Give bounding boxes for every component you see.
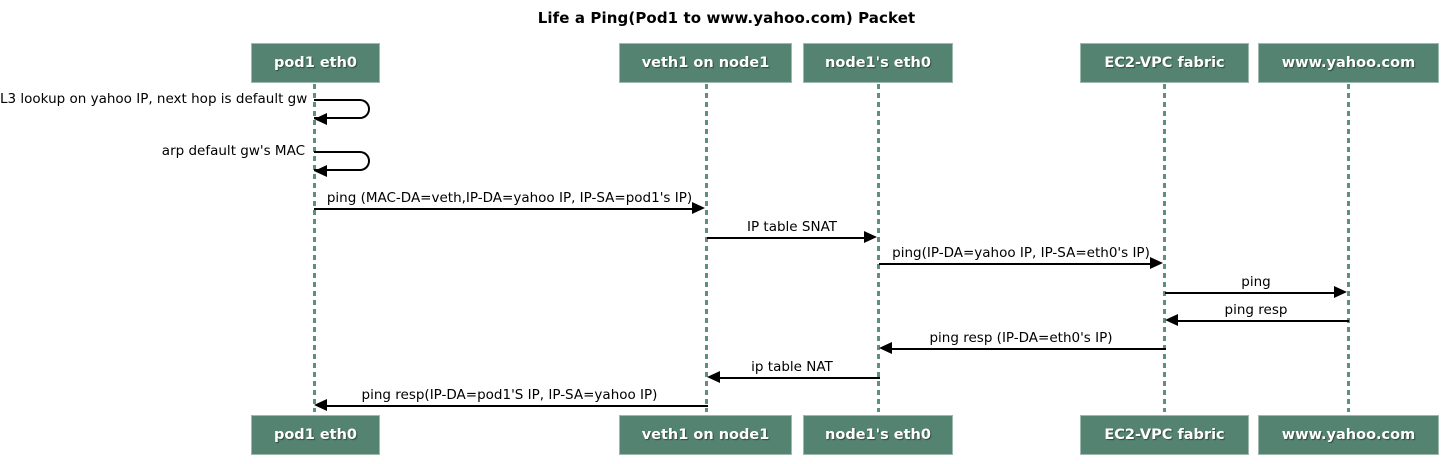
message-label-m3: ping (MAC-DA=veth,IP-DA=yahoo IP, IP-SA=… <box>326 190 693 206</box>
message-arrowhead-m4 <box>864 231 877 243</box>
message-label-m8: ping resp (IP-DA=eth0's IP) <box>929 330 1113 346</box>
message-arrowhead-m2 <box>314 165 327 177</box>
message-label-m10: ping resp(IP-DA=pod1'S IP, IP-SA=yahoo I… <box>361 387 658 403</box>
participant-bottom-eth0[interactable]: node1's eth0 <box>803 415 953 455</box>
message-label-m2: arp default gw's MAC <box>161 143 305 159</box>
message-arrow-m3 <box>314 208 692 210</box>
lifeline-yahoo <box>1347 84 1350 412</box>
message-label-m4: IP table SNAT <box>747 219 837 235</box>
message-arrowhead-m3 <box>692 202 705 214</box>
message-label-m6: ping <box>1241 274 1271 290</box>
lifeline-eth0 <box>877 84 880 412</box>
participant-top-veth1[interactable]: veth1 on node1 <box>619 43 792 83</box>
message-arrow-m2 <box>314 151 370 171</box>
message-label-m1: L3 lookup on yahoo IP, next hop is defau… <box>0 91 308 107</box>
participant-bottom-veth1[interactable]: veth1 on node1 <box>619 415 792 455</box>
lifeline-pod1 <box>313 84 316 412</box>
message-arrow-m7 <box>1178 320 1349 322</box>
message-label-m5: ping(IP-DA=yahoo IP, IP-SA=eth0's IP) <box>892 245 1150 261</box>
message-label-m7: ping resp <box>1224 302 1288 318</box>
participant-top-yahoo[interactable]: www.yahoo.com <box>1258 43 1439 83</box>
message-arrowhead-m6 <box>1334 286 1347 298</box>
message-arrowhead-m9 <box>707 371 720 383</box>
lifeline-veth1 <box>705 84 708 412</box>
message-arrowhead-m7 <box>1165 314 1178 326</box>
message-arrowhead-m10 <box>314 399 327 411</box>
message-arrowhead-m5 <box>1150 257 1163 269</box>
participant-bottom-pod1[interactable]: pod1 eth0 <box>251 415 380 455</box>
message-arrowhead-m1 <box>314 113 327 125</box>
participant-bottom-ec2[interactable]: EC2-VPC fabric <box>1080 415 1249 455</box>
message-arrow-m5 <box>879 263 1150 265</box>
participant-top-pod1[interactable]: pod1 eth0 <box>251 43 380 83</box>
message-arrow-m10 <box>327 405 708 407</box>
lifeline-ec2 <box>1163 84 1166 412</box>
message-arrow-m6 <box>1165 292 1334 294</box>
page-title: Life a Ping(Pod1 to www.yahoo.com) Packe… <box>537 9 916 27</box>
message-arrowhead-m8 <box>879 342 892 354</box>
participant-top-ec2[interactable]: EC2-VPC fabric <box>1080 43 1249 83</box>
message-arrow-m8 <box>892 348 1166 350</box>
message-arrow-m4 <box>707 237 864 239</box>
participant-top-eth0[interactable]: node1's eth0 <box>803 43 953 83</box>
message-arrow-m1 <box>314 99 370 119</box>
message-arrow-m9 <box>720 377 880 379</box>
participant-bottom-yahoo[interactable]: www.yahoo.com <box>1258 415 1439 455</box>
message-label-m9: ip table NAT <box>751 359 833 375</box>
